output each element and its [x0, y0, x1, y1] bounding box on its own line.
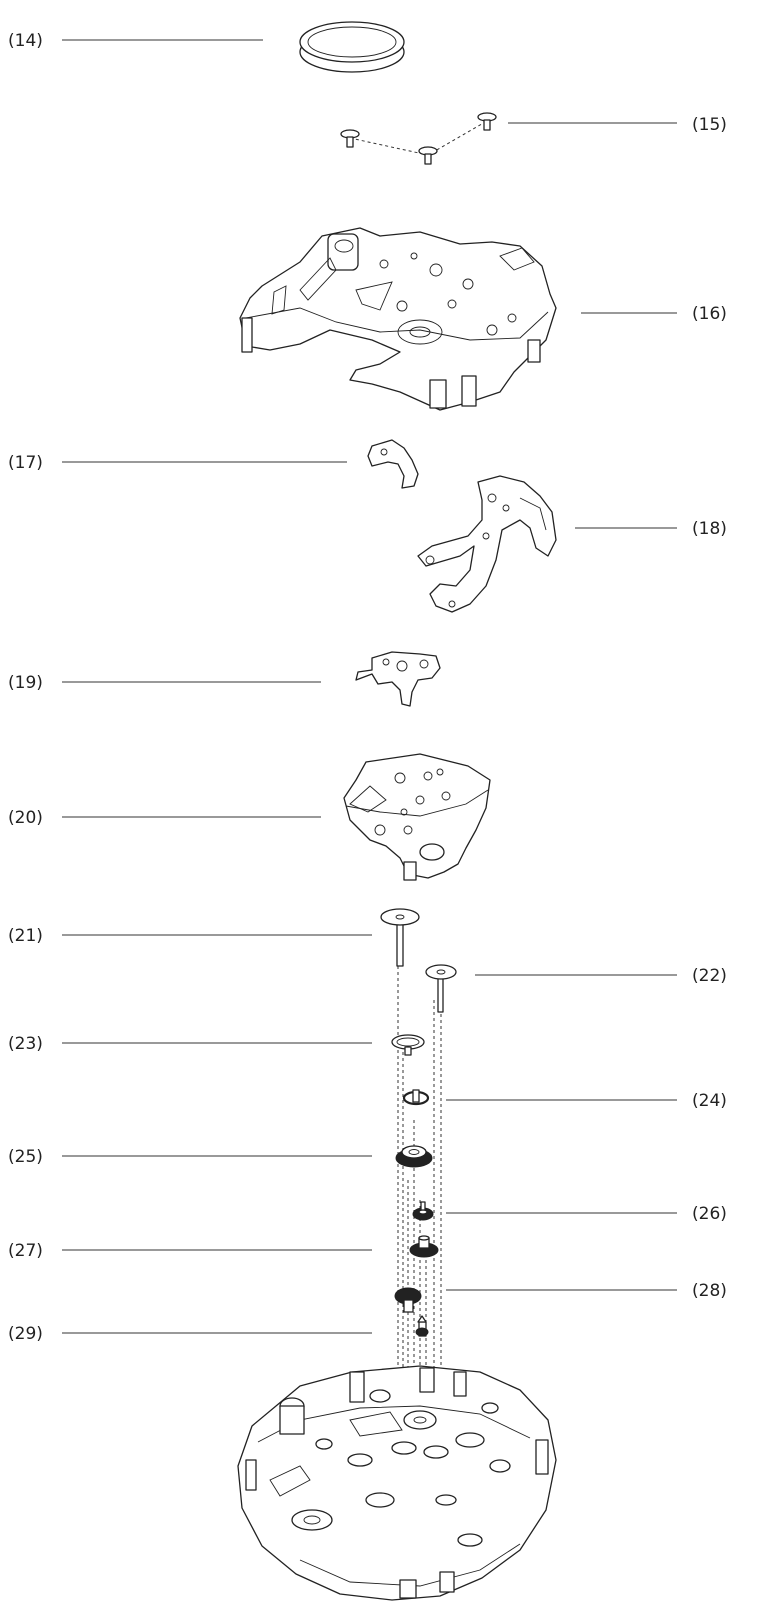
screw-3 — [477, 112, 497, 131]
label-27: (27) — [8, 1241, 43, 1261]
callout-27: (27) — [8, 1241, 372, 1261]
callout-19: (19) — [8, 673, 321, 693]
label-24: (24) — [692, 1091, 727, 1111]
part-18-lever-bridge — [417, 475, 557, 613]
label-26: (26) — [692, 1204, 727, 1224]
part-26-wheel — [412, 1201, 434, 1221]
screw-2 — [418, 146, 438, 165]
callout-17: (17) — [8, 453, 347, 473]
label-29: (29) — [8, 1324, 43, 1344]
part-15-screws — [340, 112, 497, 165]
callout-15: (15) — [508, 115, 727, 135]
callout-21: (21) — [8, 926, 372, 946]
label-17: (17) — [8, 453, 43, 473]
callout-24: (24) — [446, 1091, 727, 1111]
callout-20: (20) — [8, 808, 321, 828]
label-19: (19) — [8, 673, 43, 693]
callout-18: (18) — [575, 519, 727, 539]
label-21: (21) — [8, 926, 43, 946]
part-27-wheel — [409, 1235, 439, 1258]
label-25: (25) — [8, 1147, 43, 1167]
label-20: (20) — [8, 808, 43, 828]
screw-1 — [340, 129, 360, 148]
part-29-pinion — [415, 1315, 429, 1337]
callout-22: (22) — [475, 966, 727, 986]
main-plate — [237, 1365, 557, 1601]
label-15: (15) — [692, 115, 727, 135]
callout-26: (26) — [446, 1204, 727, 1224]
part-14-battery — [299, 21, 405, 73]
label-14: (14) — [8, 31, 43, 51]
callout-16: (16) — [581, 304, 727, 324]
label-16: (16) — [692, 304, 727, 324]
label-23: (23) — [8, 1034, 43, 1054]
callout-25: (25) — [8, 1147, 372, 1167]
part-20-circuit-bridge — [343, 753, 491, 881]
part-21-wheel — [380, 908, 420, 967]
callout-29: (29) — [8, 1324, 372, 1344]
label-22: (22) — [692, 966, 727, 986]
part-16-bridge-plate — [239, 227, 557, 411]
callout-28: (28) — [446, 1281, 727, 1301]
label-28: (28) — [692, 1281, 727, 1301]
part-28-wheel — [394, 1287, 422, 1313]
part-19-small-bridge — [355, 651, 441, 707]
part-25-toothed-wheel — [395, 1145, 433, 1168]
label-18: (18) — [692, 519, 727, 539]
callout-23: (23) — [8, 1034, 372, 1054]
callout-14: (14) — [8, 31, 263, 51]
part-17-lever — [367, 439, 419, 489]
part-24-gear — [402, 1089, 430, 1106]
part-22-wheel — [425, 964, 457, 1013]
part-23-wheel — [391, 1034, 425, 1056]
assembly-guide-lines — [397, 960, 442, 1420]
